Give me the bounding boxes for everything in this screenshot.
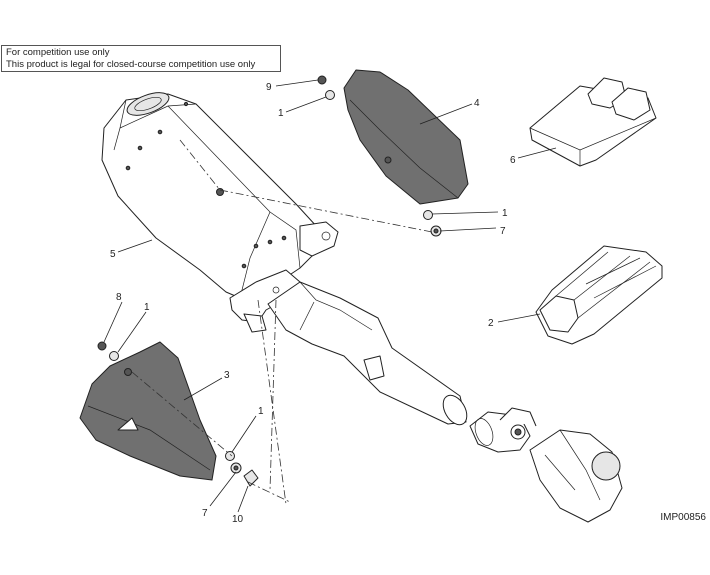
callout-8: 8 [116, 292, 122, 303]
link-pipe [267, 281, 468, 426]
callout-10: 10 [232, 514, 244, 525]
callout-1-bottom: 1 [258, 406, 264, 417]
frame-connection [469, 407, 623, 523]
callout-5: 5 [110, 249, 116, 260]
notice-line-1: For competition use only [6, 47, 110, 58]
callout-6: 6 [510, 155, 516, 166]
washer-left [109, 351, 119, 361]
callout-3: 3 [224, 370, 230, 381]
callout-4: 4 [474, 98, 480, 109]
callout-9: 9 [266, 82, 272, 93]
callout-2: 2 [488, 318, 494, 329]
callout-7-right: 7 [500, 226, 506, 237]
screw-part-9 [317, 75, 327, 85]
drawing-code: IMP00856 [660, 512, 706, 523]
screw-part-8 [97, 341, 107, 351]
callout-numbers: 9 1 4 6 5 1 7 2 8 1 3 1 7 10 [110, 82, 516, 525]
heat-guard-part-4 [343, 69, 469, 205]
silencer-body-part-5 [101, 92, 339, 333]
fastener-hole [216, 188, 224, 196]
callout-1-top: 1 [278, 108, 284, 119]
module-part-6 [529, 77, 657, 167]
competition-use-notice: For competition use only This product is… [1, 45, 281, 72]
washer-top [325, 90, 335, 100]
washer-right [423, 210, 433, 220]
callout-1-right: 1 [502, 208, 508, 219]
hardware [97, 75, 442, 487]
heat-guard-part-3 [79, 341, 217, 481]
assembly-lines [131, 139, 433, 505]
sleeve-part-2 [535, 245, 663, 345]
washer-bottom [225, 451, 235, 461]
callout-7-bottom: 7 [202, 508, 208, 519]
notice-line-2: This product is legal for closed-course … [6, 59, 256, 70]
callout-1-left: 1 [144, 302, 150, 313]
leader-lines [103, 79, 557, 513]
clip-part-10 [243, 469, 259, 487]
